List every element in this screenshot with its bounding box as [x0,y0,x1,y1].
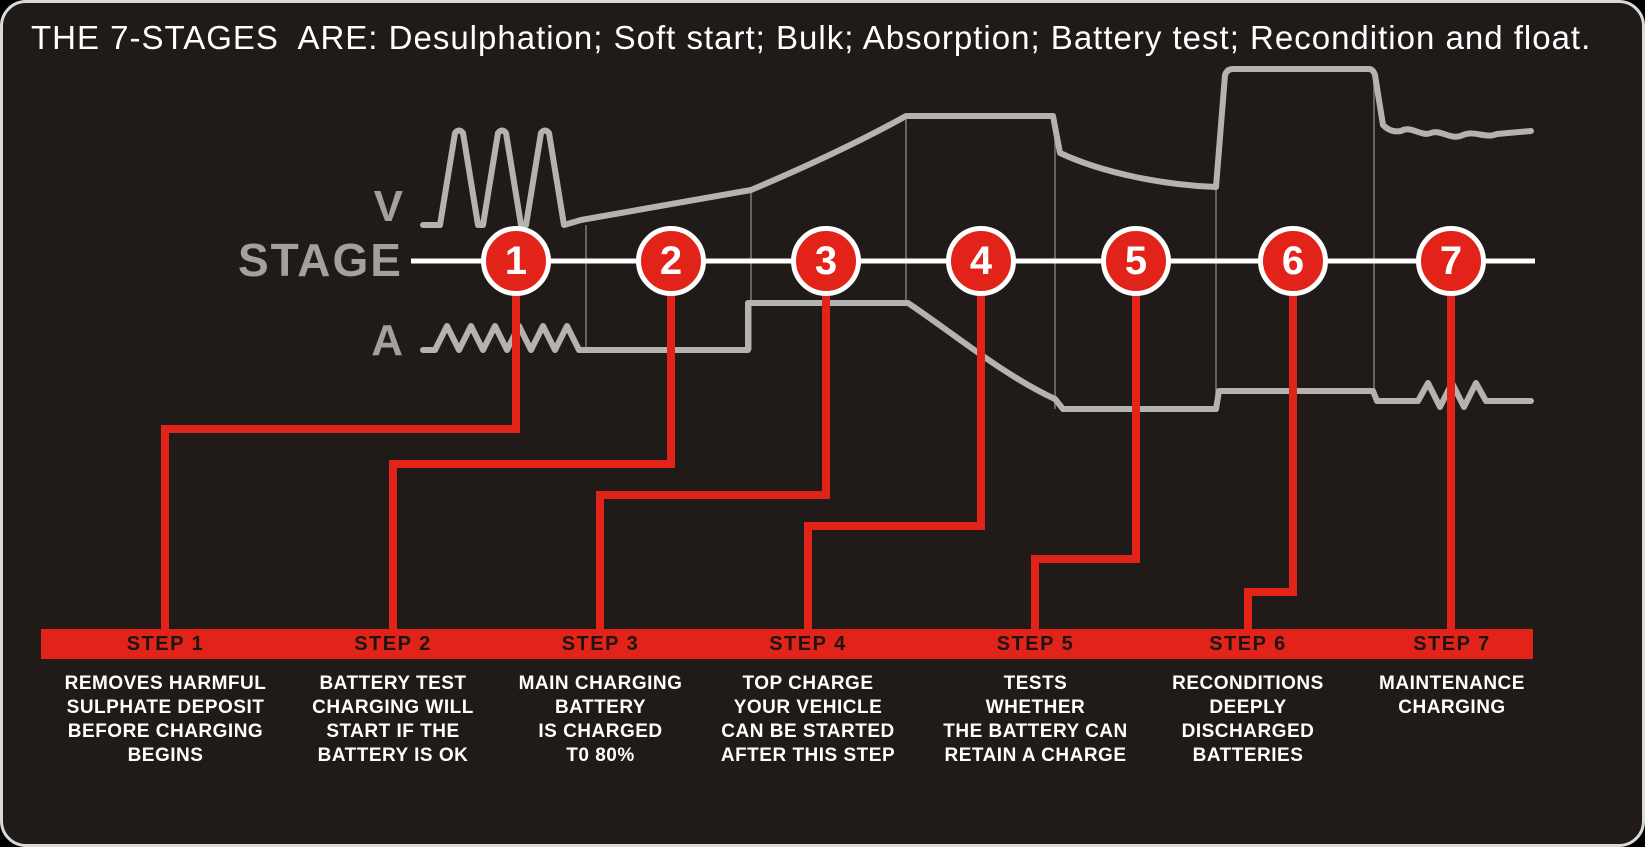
stage-number: 6 [1281,238,1305,283]
stage-marker-6: 6 [1258,226,1328,296]
stage-number: 5 [1124,238,1148,283]
voltage-curve [420,66,1534,228]
step-description: MAIN CHARGING BATTERY IS CHARGED T0 80% [518,673,683,766]
step-label: STEP 4 [769,633,847,655]
step-label: STEP 6 [1209,633,1287,655]
stage-number: 2 [659,238,683,283]
stage-marker-5: 5 [1101,226,1171,296]
stage-axis-label: STAGE [237,234,403,286]
stage-marker-1: 1 [481,226,551,296]
step-description: MAINTENANCE CHARGING [1379,673,1525,718]
step-description: RECONDITIONS DEEPLY DISCHARGED BATTERIES [1172,673,1324,766]
step-column-4: STEP 4 TOP CHARGE YOUR VEHICLE CAN BE ST… [693,629,923,768]
step-description: TESTS WHETHER THE BATTERY CAN RETAIN A C… [943,673,1128,766]
stage-marker-7: 7 [1416,226,1486,296]
step-column-2: STEP 2 BATTERY TEST CHARGING WILL START … [278,629,508,768]
step-column-7: STEP 7 MAINTENANCE CHARGING [1343,629,1561,720]
stage-number: 3 [814,238,838,283]
stage-marker-4: 4 [946,226,1016,296]
step-label: STEP 3 [561,633,640,655]
step-description: REMOVES HARMFUL SULPHATE DEPOSIT BEFORE … [64,673,267,766]
stage-marker-3: 3 [791,226,861,296]
charge-profile-chart [161,66,1535,635]
amperage-axis-label: A [371,316,403,365]
diagram-title: THE 7-STAGES ARE: Desulphation; Soft sta… [31,19,1592,56]
step-column-1: STEP 1 REMOVES HARMFUL SULPHATE DEPOSIT … [43,629,288,768]
step-label: STEP 5 [996,633,1075,655]
step-description: BATTERY TEST CHARGING WILL START IF THE … [312,673,474,766]
step-label: STEP 1 [126,633,205,655]
step-column-6: STEP 6 RECONDITIONS DEEPLY DISCHARGED BA… [1138,629,1358,768]
step-label: STEP 2 [354,633,432,655]
step-column-3: STEP 3 MAIN CHARGING BATTERY IS CHARGED … [488,629,713,768]
step-description: TOP CHARGE YOUR VEHICLE CAN BE STARTED A… [720,673,896,766]
stage-connector-lines [161,261,1455,635]
stage-number: 4 [969,238,993,283]
stage-number: 1 [504,238,528,283]
step-label: STEP 7 [1413,633,1491,655]
steps-bar [41,629,1533,659]
stage-marker-2: 2 [636,226,706,296]
stage-number: 7 [1439,238,1463,283]
voltage-axis-label: V [373,182,403,231]
step-column-5: STEP 5 TESTS WHETHER THE BATTERY CAN RET… [918,629,1153,768]
